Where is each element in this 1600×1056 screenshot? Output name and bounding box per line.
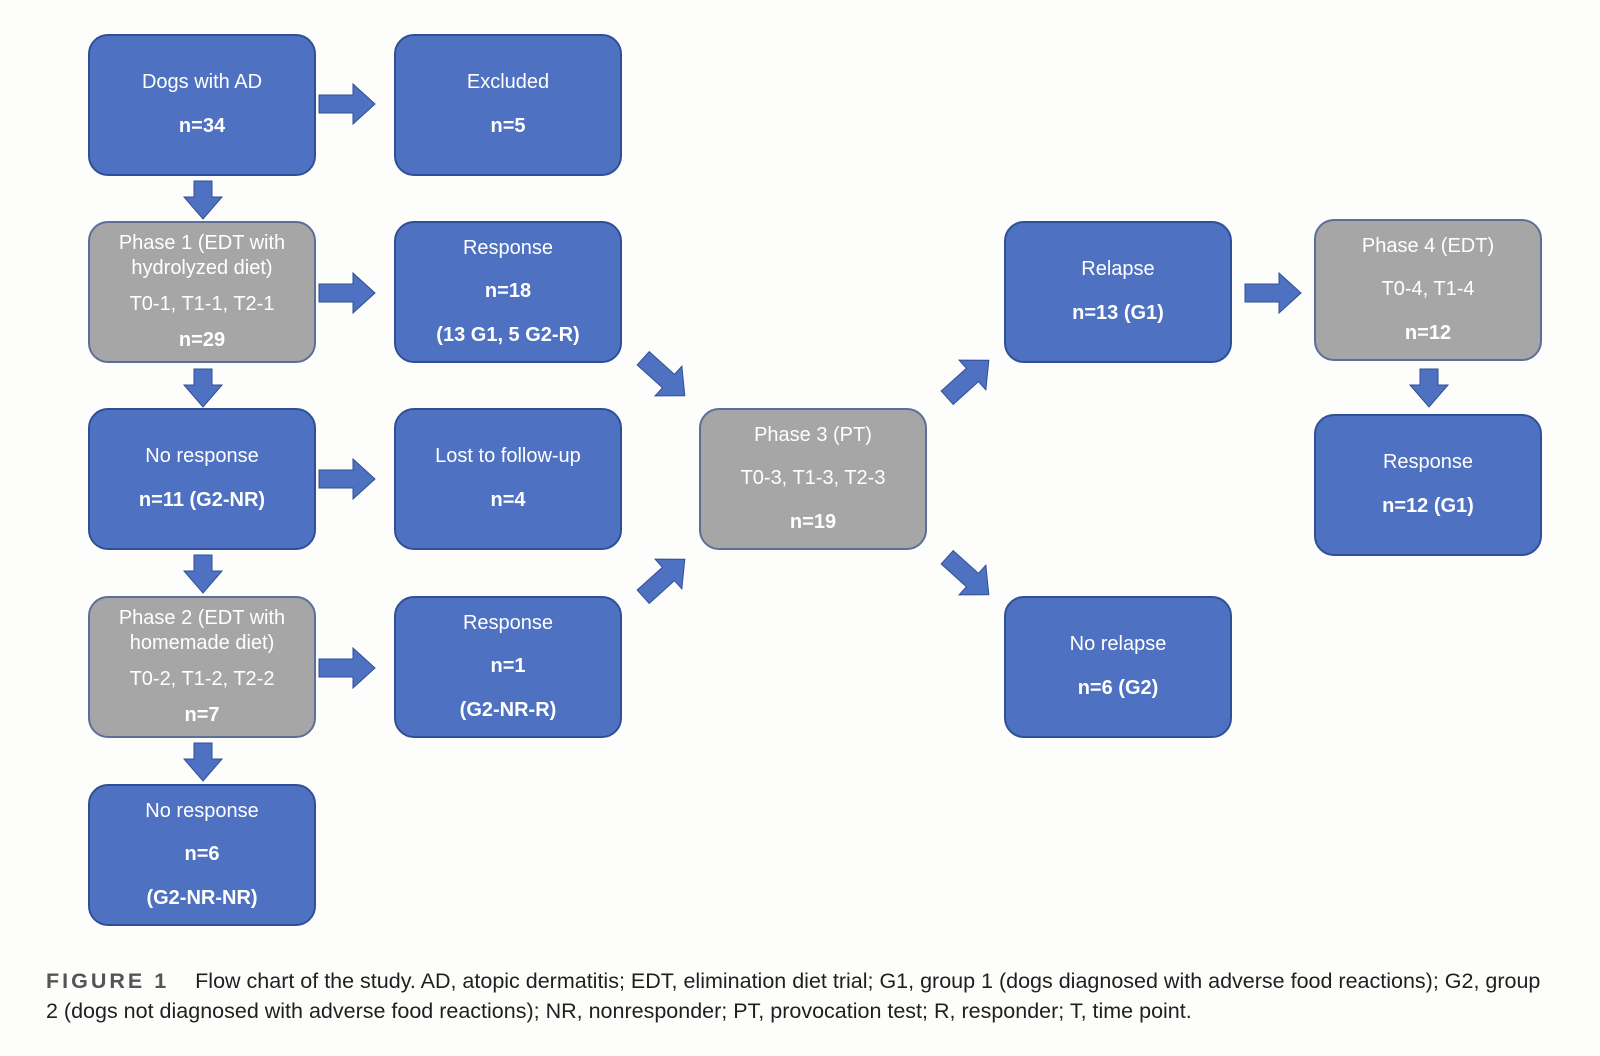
no-response-phase2-box: No response n=6 (G2-NR-NR) <box>88 784 316 926</box>
lost-to-follow-up-box: Lost to follow-up n=4 <box>394 408 622 550</box>
box-label: Lost to follow-up <box>435 445 581 468</box>
arrow-dogs-to-excluded <box>318 83 376 125</box>
figure-label: FIGURE 1 <box>46 969 170 993</box>
box-count: n=6 <box>184 843 220 866</box>
phase3-box: Phase 3 (PT) T0-3, T1-3, T2-3 n=19 <box>699 408 927 550</box>
caption-text: Flow chart of the study. AD, atopic derm… <box>46 969 1541 1023</box>
box-label: Phase 4 (EDT) <box>1361 234 1495 257</box>
box-detail: (G2-NR-NR) <box>146 886 258 909</box>
box-count: n=18 <box>484 280 532 303</box>
box-count: n=19 <box>789 510 837 533</box>
arrow-phase4-to-response <box>1409 368 1449 408</box>
box-timepoints: T0-4, T1-4 <box>1381 278 1475 301</box>
box-detail: (G2-NR-R) <box>459 698 557 721</box>
arrow-no-response-to-lost <box>318 458 376 500</box>
box-timepoints: T0-1, T1-1, T2-1 <box>129 293 275 315</box>
box-count: n=13 (G1) <box>1072 302 1164 324</box>
response-phase4-box: Response n=12 (G1) <box>1314 414 1542 556</box>
arrow-response2-to-phase3 <box>629 543 699 613</box>
arrow-relapse-to-phase4 <box>1244 272 1302 314</box>
box-timepoints: T0-2, T1-2, T2-2 <box>129 668 275 690</box>
phase4-box: Phase 4 (EDT) T0-4, T1-4 n=12 <box>1314 219 1542 361</box>
response-phase1-box: Response n=18 (13 G1, 5 G2-R) <box>394 221 622 363</box>
box-count: n=34 <box>178 115 226 137</box>
arrow-phase3-to-no-relapse <box>933 541 1003 611</box>
box-count: n=29 <box>178 328 226 351</box>
box-label: Relapse <box>1081 258 1155 281</box>
no-response-phase1-box: No response n=11 (G2-NR) <box>88 408 316 550</box>
arrow-phase3-to-relapse <box>933 344 1003 414</box>
box-label: Phase 2 (EDT with homemade diet) <box>118 606 286 655</box>
box-count: n=1 <box>490 655 526 678</box>
box-label: Response <box>1382 451 1474 474</box>
box-timepoints: T0-3, T1-3, T2-3 <box>740 467 886 490</box>
box-label: No relapse <box>1069 633 1167 656</box>
box-count: n=7 <box>184 703 220 726</box>
dogs-with-ad-box: Dogs with AD n=34 <box>88 34 316 176</box>
no-relapse-box: No relapse n=6 (G2) <box>1004 596 1232 738</box>
box-label: No response <box>145 799 259 822</box>
box-label: Response <box>462 236 554 259</box>
excluded-box: Excluded n=5 <box>394 34 622 176</box>
arrow-phase2-to-no-response <box>183 742 223 782</box>
box-label: No response <box>145 445 259 468</box>
phase2-box: Phase 2 (EDT with homemade diet) T0-2, T… <box>88 596 316 738</box>
box-detail: (13 G1, 5 G2-R) <box>436 323 580 346</box>
box-label: Dogs with AD <box>141 71 263 94</box>
arrow-dogs-to-phase1 <box>183 180 223 220</box>
arrow-phase1-to-no-response <box>183 368 223 408</box>
phase1-box: Phase 1 (EDT with hydrolyzed diet) T0-1,… <box>88 221 316 363</box>
arrow-no-response-to-phase2 <box>183 554 223 594</box>
box-count: n=5 <box>490 115 526 137</box>
box-label: Phase 3 (PT) <box>754 423 872 446</box>
box-label: Excluded <box>466 71 550 94</box>
box-count: n=12 (G1) <box>1382 495 1474 517</box>
arrow-phase2-to-response <box>318 647 376 689</box>
response-phase2-box: Response n=1 (G2-NR-R) <box>394 596 622 738</box>
relapse-box: Relapse n=13 (G1) <box>1004 221 1232 363</box>
box-label: Phase 1 (EDT with hydrolyzed diet) <box>118 231 286 280</box>
box-count: n=4 <box>490 489 526 511</box>
box-count: n=6 (G2) <box>1077 677 1159 699</box>
arrow-response1-to-phase3 <box>629 342 699 412</box>
arrow-phase1-to-response <box>318 272 376 314</box>
box-count: n=12 <box>1404 321 1452 344</box>
box-count: n=11 (G2-NR) <box>138 489 266 511</box>
box-label: Response <box>462 611 554 634</box>
